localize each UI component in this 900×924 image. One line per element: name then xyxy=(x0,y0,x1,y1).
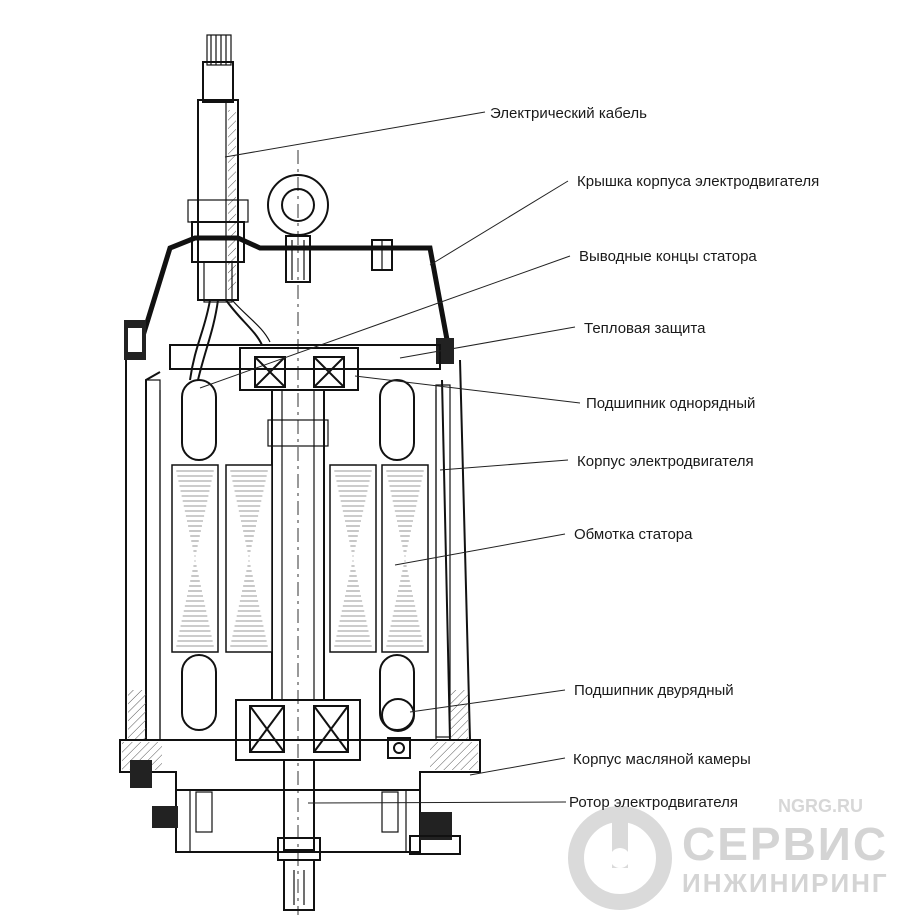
leader-motor-housing xyxy=(439,459,569,471)
watermark-sub: ИНЖИНИРИНГ xyxy=(682,868,889,898)
stator-pack xyxy=(329,464,377,653)
leader-stator-winding xyxy=(394,533,566,566)
leader-bearing-single xyxy=(354,375,581,404)
label-bearing-single: Подшипник однорядный xyxy=(586,395,755,412)
watermark-site: NGRG.RU xyxy=(778,796,863,816)
label-oil-chamber: Корпус масляной камеры xyxy=(573,751,751,768)
label-cover: Крышка корпуса электродвигателя xyxy=(577,173,819,190)
leader-oil-chamber xyxy=(469,757,566,776)
leader-stator-leads xyxy=(199,255,571,389)
label-stator-leads: Выводные концы статора xyxy=(579,248,757,265)
labels: Электрический кабель Крышка корпуса элек… xyxy=(490,105,819,811)
watermark-brand: СЕРВИС xyxy=(682,818,888,870)
stator-leads-drawing xyxy=(189,299,271,381)
label-thermal: Тепловая защита xyxy=(584,320,706,337)
stator-pack xyxy=(171,464,219,653)
stator-pack xyxy=(381,464,429,653)
label-bearing-double: Подшипник двурядный xyxy=(574,682,734,699)
oil-chamber-drawing xyxy=(119,739,481,855)
upper-bearing-drawing xyxy=(169,344,441,391)
watermark-logo-icon xyxy=(568,806,672,910)
shaft-drawing xyxy=(267,389,329,701)
leader-lines xyxy=(199,111,581,804)
label-motor-housing: Корпус электродвигателя xyxy=(577,453,754,470)
stator-laminations xyxy=(171,464,429,653)
winding-ends-top xyxy=(181,379,415,461)
motor-drawing xyxy=(119,34,481,915)
watermark: NGRG.RU СЕРВИС ИНЖИНИРИНГ xyxy=(568,796,889,910)
stator-pack xyxy=(225,464,273,653)
leader-bearing-double xyxy=(409,689,566,713)
label-rotor: Ротор электродвигателя xyxy=(569,794,738,811)
leader-cable xyxy=(224,111,486,158)
label-cable: Электрический кабель xyxy=(490,105,647,122)
rotor-shaft-end xyxy=(277,759,321,911)
leader-thermal xyxy=(399,326,576,359)
label-stator-winding: Обмотка статора xyxy=(574,526,693,543)
leader-rotor xyxy=(307,801,567,804)
winding-ends-bottom xyxy=(181,654,415,732)
leader-cover xyxy=(429,180,569,266)
cable-drawing xyxy=(187,34,249,303)
